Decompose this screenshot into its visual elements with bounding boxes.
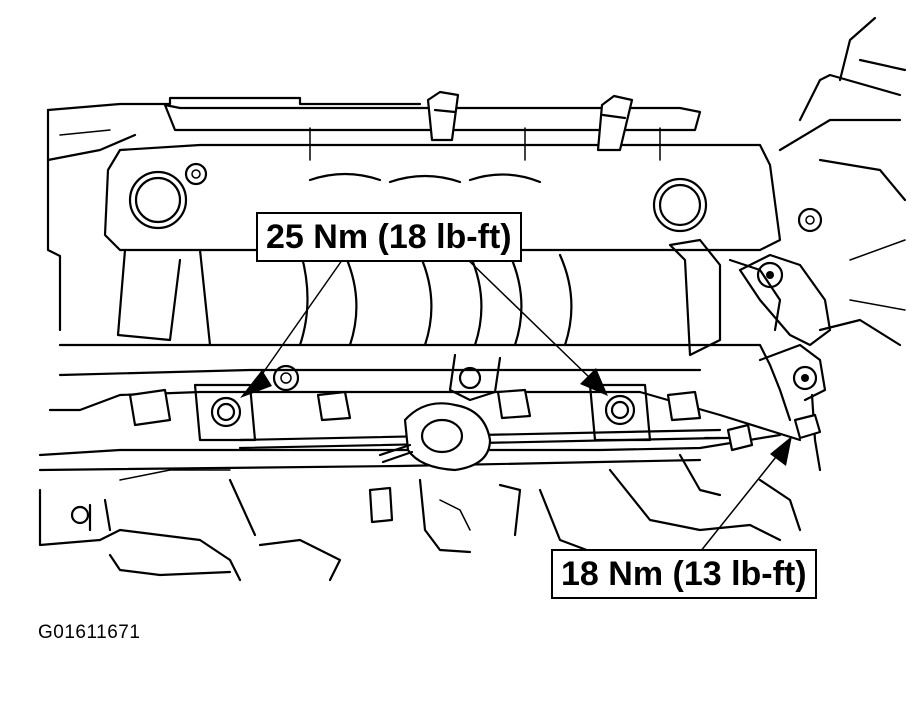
intake-manifold <box>103 90 782 357</box>
engine-block-outline <box>46 16 907 347</box>
upper-torque-label: 25 Nm (18 lb-ft) <box>266 218 512 256</box>
fuel-rail-assembly <box>38 343 822 472</box>
lower-torque-callout: 18 Nm (13 lb-ft) <box>551 549 817 599</box>
throttle-bracket <box>738 207 832 402</box>
arrow-head-left-bolt <box>240 370 272 398</box>
upper-torque-callout: 25 Nm (18 lb-ft) <box>256 212 522 262</box>
arrow-head-nut <box>770 436 792 466</box>
figure-id: G01611671 <box>38 622 141 643</box>
lower-torque-label: 18 Nm (13 lb-ft) <box>561 555 807 593</box>
leader-arrows <box>240 255 792 553</box>
arrow-head-right-bolt <box>580 368 608 396</box>
